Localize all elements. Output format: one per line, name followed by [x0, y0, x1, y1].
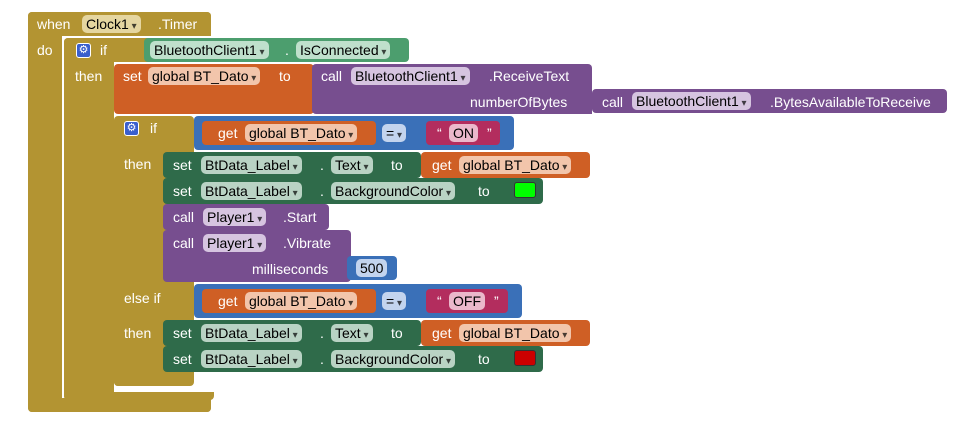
- close-quote-1: ”: [487, 125, 492, 141]
- when-block-footer: [28, 398, 211, 412]
- set-bg-dot-2: .: [320, 351, 324, 367]
- number-500-value[interactable]: 500: [356, 259, 388, 277]
- outer-if-label: if: [100, 42, 107, 58]
- receive-text-call-extend: [460, 88, 592, 114]
- open-quote-2: “: [437, 293, 442, 309]
- call-label: call: [321, 68, 343, 84]
- do-label: do: [37, 42, 53, 58]
- timer-event-label: .Timer: [158, 16, 198, 32]
- is-connected-property-dropdown[interactable]: IsConnected: [296, 41, 391, 59]
- inner-then2-label: then: [124, 325, 152, 341]
- get-label-1: get: [218, 125, 238, 141]
- outer-then-label: then: [75, 68, 103, 84]
- compare-op-dropdown-1[interactable]: =: [382, 124, 406, 142]
- bytes-component-dropdown[interactable]: BluetoothClient1: [632, 92, 751, 110]
- get-var-dropdown-2[interactable]: global BT_Dato: [245, 292, 358, 310]
- get-value-label-2: get: [432, 325, 452, 341]
- when-label: when: [37, 16, 71, 32]
- set-bg-set-label-1: set: [173, 183, 192, 199]
- set-bg-component-dropdown-1[interactable]: BtData_Label: [201, 182, 302, 200]
- inner-if-footer: [114, 378, 192, 386]
- bytes-call-label: call: [602, 94, 624, 110]
- number-of-bytes-param: numberOfBytes: [470, 94, 568, 110]
- is-connected-dot: .: [285, 42, 289, 58]
- set-bg-to-label-1: to: [478, 183, 490, 199]
- inner-if-gear-icon[interactable]: ⚙: [124, 121, 139, 136]
- start-component-dropdown[interactable]: Player1: [203, 208, 267, 226]
- set-text-component-dropdown-2[interactable]: BtData_Label: [201, 324, 302, 342]
- start-method: .Start: [283, 209, 317, 225]
- set-text-set-label-1: set: [173, 157, 192, 173]
- color-green-swatch[interactable]: [514, 182, 536, 198]
- get-label-2: get: [218, 293, 238, 309]
- milliseconds-param: milliseconds: [252, 261, 329, 277]
- set-bg-to-label-2: to: [478, 351, 490, 367]
- get-var-dropdown-1[interactable]: global BT_Dato: [245, 124, 358, 142]
- compare-op-dropdown-2[interactable]: =: [382, 292, 406, 310]
- set-text-to-label-2: to: [391, 325, 403, 341]
- outer-if-footer: [64, 392, 210, 400]
- set-bg-property-dropdown-1[interactable]: BackgroundColor: [331, 182, 455, 200]
- get-value-var-dropdown-1[interactable]: global BT_Dato: [459, 156, 572, 174]
- set-text-set-label-2: set: [173, 325, 192, 341]
- set-text-component-dropdown-1[interactable]: BtData_Label: [201, 156, 302, 174]
- outer-if-gear-icon[interactable]: ⚙: [76, 43, 91, 58]
- set-bg-set-label-2: set: [173, 351, 192, 367]
- vibrate-component-dropdown[interactable]: Player1: [203, 234, 267, 252]
- set-bg-dot-1: .: [320, 183, 324, 199]
- global-var-dropdown[interactable]: global BT_Dato: [148, 67, 261, 85]
- set-text-property-dropdown-1[interactable]: Text: [331, 156, 373, 174]
- clock-component-dropdown[interactable]: Clock1: [82, 15, 141, 33]
- vibrate-call-label: call: [173, 235, 195, 251]
- color-red-swatch[interactable]: [514, 350, 536, 366]
- text-value-off[interactable]: OFF: [449, 292, 485, 310]
- receive-text-method: .ReceiveText: [489, 68, 570, 84]
- set-text-property-dropdown-2[interactable]: Text: [331, 324, 373, 342]
- set-text-dot-1: .: [320, 157, 324, 173]
- set-text-dot-2: .: [320, 325, 324, 341]
- text-value-on[interactable]: ON: [449, 124, 478, 142]
- get-value-var-dropdown-2[interactable]: global BT_Dato: [459, 324, 572, 342]
- else-if-label: else if: [124, 290, 161, 306]
- get-value-label-1: get: [432, 157, 452, 173]
- receive-component-dropdown[interactable]: BluetoothClient1: [351, 67, 470, 85]
- inner-if-label: if: [150, 120, 157, 136]
- inner-then-label: then: [124, 156, 152, 172]
- open-quote-1: “: [437, 125, 442, 141]
- set-label: set: [123, 68, 142, 84]
- bluetooth-component-dropdown[interactable]: BluetoothClient1: [150, 41, 269, 59]
- bytes-available-method: .BytesAvailableToReceive: [770, 94, 931, 110]
- close-quote-2: ”: [494, 293, 499, 309]
- set-text-to-label-1: to: [391, 157, 403, 173]
- vibrate-method: .Vibrate: [283, 235, 331, 251]
- set-to-label: to: [279, 68, 291, 84]
- set-bg-component-dropdown-2[interactable]: BtData_Label: [201, 350, 302, 368]
- set-bg-property-dropdown-2[interactable]: BackgroundColor: [331, 350, 455, 368]
- start-call-label: call: [173, 209, 195, 225]
